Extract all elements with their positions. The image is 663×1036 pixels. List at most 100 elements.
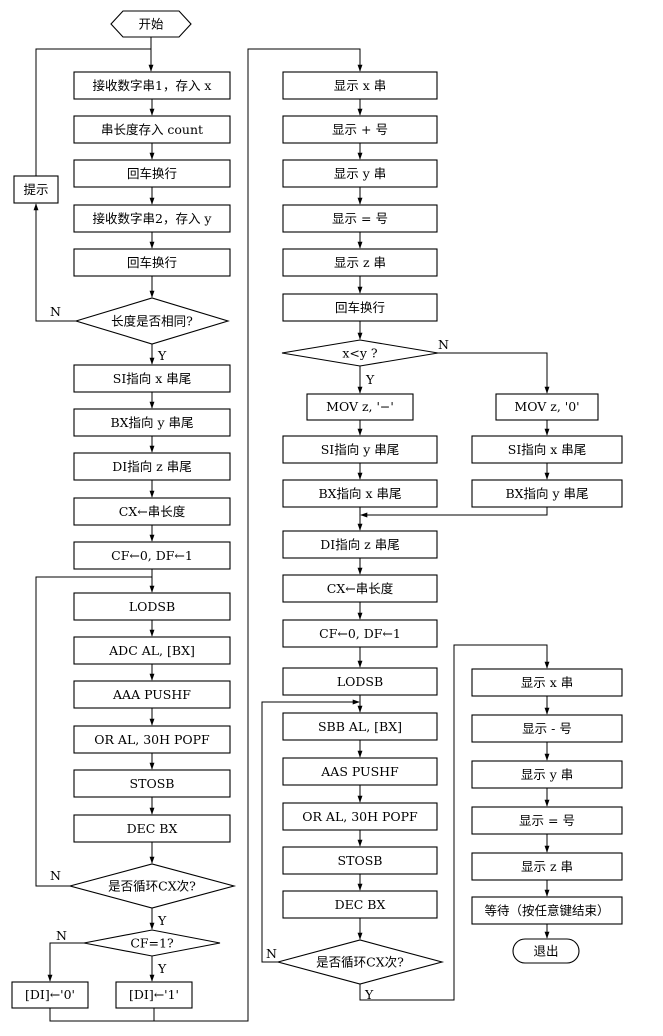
svg-text:显示 x 串: 显示 x 串 — [521, 675, 574, 690]
svg-text:ADC AL, [BX]: ADC AL, [BX] — [108, 643, 195, 658]
length-equal-decision: 长度是否相同? — [74, 297, 230, 345]
svg-text:SI指向 x 串尾: SI指向 x 串尾 — [113, 371, 192, 386]
yes-label-loop2: Y — [364, 987, 374, 1002]
svg-text:[DI]←'0': [DI]←'0' — [25, 987, 75, 1002]
bx-y-tail-box: BX指向 y 串尾 — [73, 408, 231, 437]
show-equal-box-2: 显示 = 号 — [471, 806, 623, 835]
svg-text:接收数字串2，存入 y: 接收数字串2，存入 y — [93, 211, 213, 226]
svg-text:长度是否相同?: 长度是否相同? — [111, 314, 193, 329]
svg-text:开始: 开始 — [138, 17, 164, 32]
svg-text:DEC BX: DEC BX — [127, 821, 178, 836]
yes-label-cf: Y — [157, 961, 167, 976]
show-y-box-1: 显示 y 串 — [282, 159, 438, 188]
no-label-xy: N — [438, 337, 449, 352]
exit-node: 退出 — [512, 938, 580, 964]
svg-text:OR AL, 30H POPF: OR AL, 30H POPF — [94, 732, 210, 747]
svg-text:是否循环CX次?: 是否循环CX次? — [108, 879, 196, 894]
svg-text:等待（按任意键结束）: 等待（按任意键结束） — [484, 903, 609, 918]
store-length-box: 串长度存入 count — [73, 115, 231, 144]
svg-text:退出: 退出 — [533, 944, 558, 959]
svg-text:MOV z, '0': MOV z, '0' — [514, 399, 579, 414]
yes-label-xy: Y — [365, 372, 375, 387]
show-z-box-1: 显示 z 串 — [282, 248, 438, 277]
no-label-length: N — [50, 304, 61, 319]
show-plus-box: 显示 + 号 — [282, 115, 438, 144]
svg-text:提示: 提示 — [23, 182, 48, 197]
lodsb-box-1: LODSB — [73, 592, 231, 621]
show-x-box-1: 显示 x 串 — [282, 71, 438, 100]
sbb-box: SBB AL, [BX] — [282, 712, 438, 741]
si-x-tail-box: SI指向 x 串尾 — [73, 364, 231, 393]
yes-label-loop1: Y — [157, 913, 167, 928]
svg-text:CX←串长度: CX←串长度 — [327, 581, 394, 596]
aaa-pushf-box: AAA PUSHF — [73, 680, 231, 709]
di-z-tail-box-2: DI指向 z 串尾 — [282, 530, 438, 559]
cx-length-box-2: CX←串长度 — [282, 574, 438, 603]
flags-init-box: CF←0, DF←1 — [73, 541, 231, 570]
stosb-box-1: STOSB — [73, 769, 231, 798]
show-x-box-2: 显示 x 串 — [471, 668, 623, 697]
receive-string2-box: 接收数字串2，存入 y — [73, 204, 231, 233]
svg-text:CF=1?: CF=1? — [130, 936, 174, 951]
svg-text:显示 = 号: 显示 = 号 — [519, 813, 575, 828]
svg-text:LODSB: LODSB — [129, 599, 175, 614]
wait-key-box: 等待（按任意键结束） — [471, 896, 623, 925]
or-popf-box-1: OR AL, 30H POPF — [73, 725, 231, 754]
svg-text:[DI]←'1': [DI]←'1' — [129, 987, 179, 1002]
loop2-decision: 是否循环CX次? — [275, 939, 445, 985]
show-z-box-2: 显示 z 串 — [471, 852, 623, 881]
si-y-tail-box: SI指向 y 串尾 — [282, 435, 438, 464]
x-less-y-decision: x<y ? — [281, 339, 439, 367]
or-popf-box-2: OR AL, 30H POPF — [282, 802, 438, 831]
svg-text:STOSB: STOSB — [338, 853, 383, 868]
show-minus-box: 显示 - 号 — [471, 714, 623, 743]
no-label-loop2: N — [266, 946, 277, 961]
svg-text:回车换行: 回车换行 — [127, 255, 177, 270]
svg-text:显示 + 号: 显示 + 号 — [332, 122, 388, 137]
adc-box: ADC AL, [BX] — [73, 636, 231, 665]
si-x-tail-box-2: SI指向 x 串尾 — [471, 435, 623, 464]
svg-text:串长度存入 count: 串长度存入 count — [101, 122, 203, 137]
svg-text:DI指向 z 串尾: DI指向 z 串尾 — [112, 459, 192, 474]
svg-text:STOSB: STOSB — [130, 776, 175, 791]
newline-box-2: 回车换行 — [73, 248, 231, 277]
dec-bx-box-2: DEC BX — [282, 890, 438, 919]
svg-text:MOV z, '−': MOV z, '−' — [326, 399, 394, 414]
aas-pushf-box: AAS PUSHF — [282, 757, 438, 786]
svg-text:DEC BX: DEC BX — [335, 897, 386, 912]
cf-decision: CF=1? — [83, 929, 221, 957]
di-one-box: [DI]←'1' — [115, 981, 193, 1009]
svg-text:显示 z 串: 显示 z 串 — [521, 859, 573, 874]
stosb-box-2: STOSB — [282, 846, 438, 875]
svg-text:LODSB: LODSB — [337, 674, 383, 689]
svg-text:显示 - 号: 显示 - 号 — [522, 721, 572, 736]
svg-text:显示 y 串: 显示 y 串 — [334, 166, 387, 181]
svg-text:x<y ?: x<y ? — [342, 346, 378, 361]
lodsb-box-2: LODSB — [282, 667, 438, 696]
mov-z-zero-box: MOV z, '0' — [495, 393, 599, 421]
show-y-box-2: 显示 y 串 — [471, 760, 623, 789]
svg-text:回车换行: 回车换行 — [335, 300, 385, 315]
dec-bx-box-1: DEC BX — [73, 814, 231, 843]
svg-text:SBB AL, [BX]: SBB AL, [BX] — [318, 719, 402, 734]
svg-text:OR AL, 30H POPF: OR AL, 30H POPF — [302, 809, 418, 824]
svg-text:接收数字串1，存入 x: 接收数字串1，存入 x — [93, 78, 212, 93]
svg-text:CF←0, DF←1: CF←0, DF←1 — [111, 548, 193, 563]
bx-y-tail-box-2: BX指向 y 串尾 — [471, 479, 623, 508]
svg-text:回车换行: 回车换行 — [127, 166, 177, 181]
yes-label-length: Y — [157, 348, 167, 363]
edges — [33, 37, 550, 1022]
svg-text:BX指向 y 串尾: BX指向 y 串尾 — [110, 415, 193, 430]
hint-box: 提示 — [13, 175, 59, 204]
svg-text:AAA PUSHF: AAA PUSHF — [112, 687, 191, 702]
svg-text:SI指向 y 串尾: SI指向 y 串尾 — [321, 442, 400, 457]
svg-text:DI指向 z 串尾: DI指向 z 串尾 — [320, 537, 400, 552]
receive-string1-box: 接收数字串1，存入 x — [73, 71, 231, 100]
svg-text:显示 x 串: 显示 x 串 — [334, 78, 387, 93]
svg-text:AAS PUSHF: AAS PUSHF — [320, 764, 399, 779]
di-zero-box: [DI]←'0' — [11, 981, 89, 1009]
svg-text:BX指向 x 串尾: BX指向 x 串尾 — [318, 486, 401, 501]
start-node: 开始 — [110, 10, 192, 38]
show-equal-box-1: 显示 = 号 — [282, 204, 438, 233]
